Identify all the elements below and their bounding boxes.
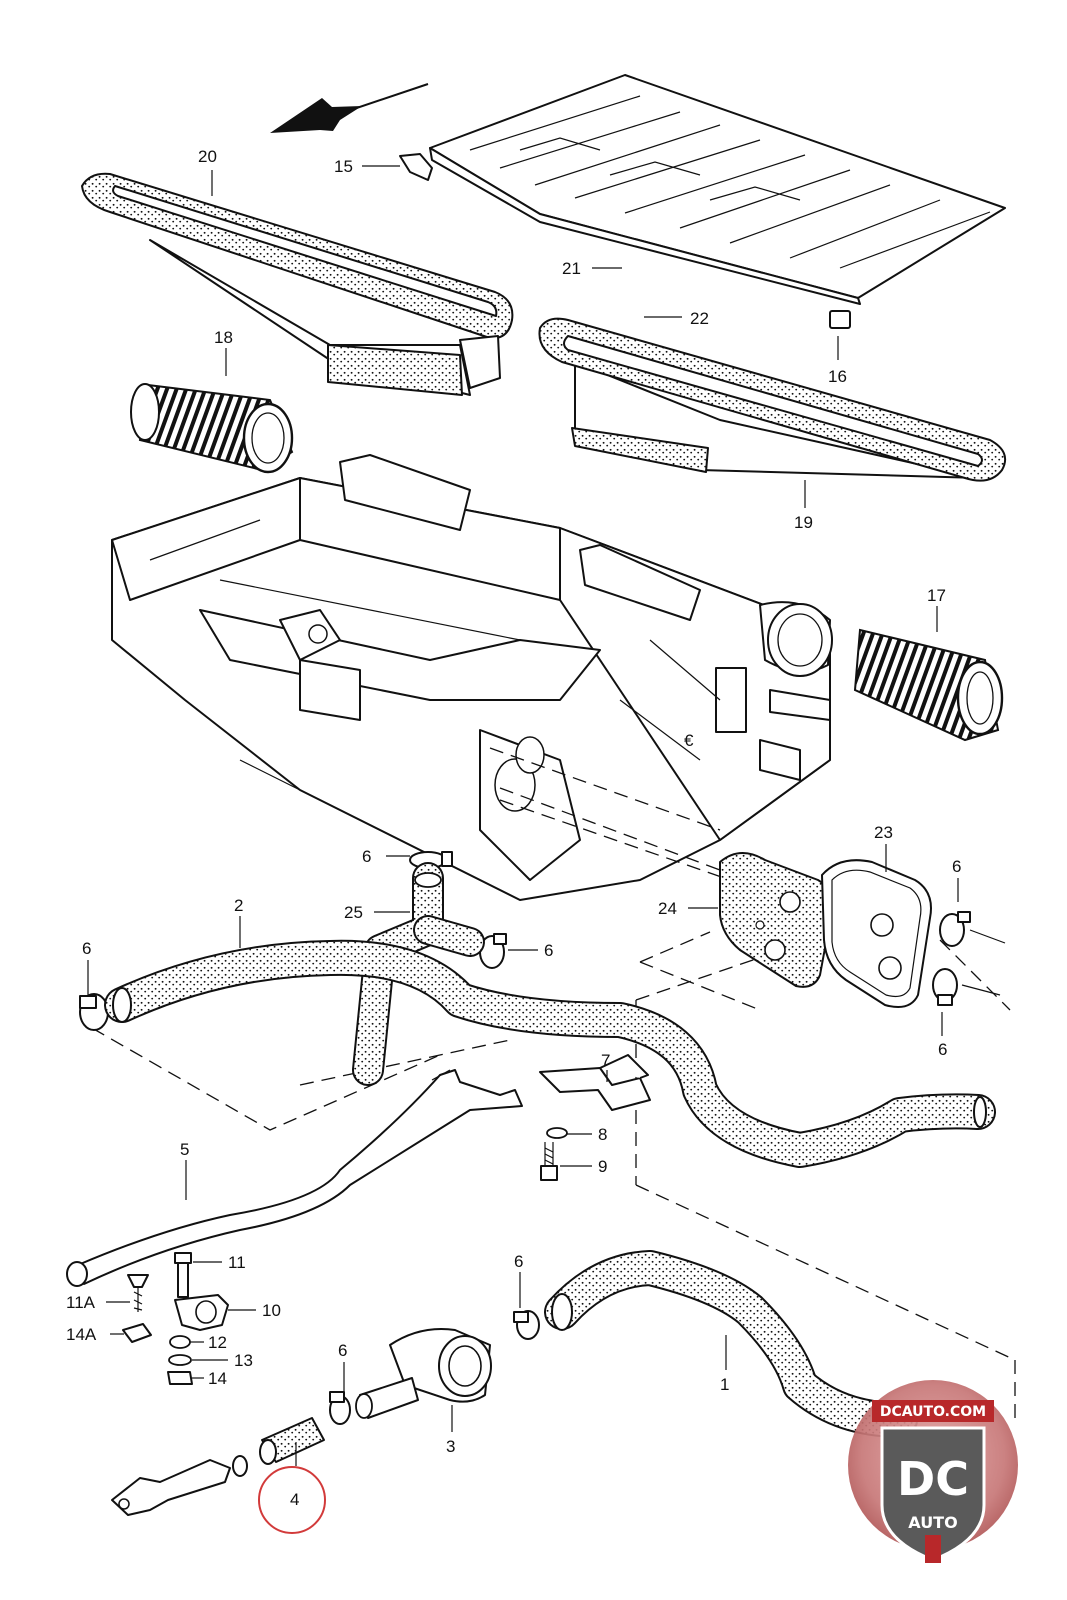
- label-17: 17: [927, 586, 946, 605]
- logo-url-text: DCAUTO.COM: [880, 1404, 986, 1420]
- label-6-center: 6: [544, 941, 553, 960]
- nut-14: [167, 1371, 193, 1385]
- label-14a: 14A: [66, 1325, 97, 1344]
- label-6-top: 6: [362, 847, 371, 866]
- label-20: 20: [198, 147, 217, 166]
- label-8: 8: [598, 1125, 607, 1144]
- label-6-right-bottom: 6: [938, 1040, 947, 1059]
- dcauto-logo: DCAUTO.COM DC AUTO: [848, 1380, 1018, 1563]
- hose-17: [853, 628, 1004, 742]
- label-15: 15: [334, 157, 353, 176]
- clamp-6-left: [79, 993, 109, 1031]
- glyph-euro: €: [684, 731, 694, 750]
- nut-14a: [122, 1323, 152, 1343]
- label-21: 21: [562, 259, 581, 278]
- gasket-23: [821, 859, 932, 1008]
- cover-tray: [429, 74, 1006, 305]
- label-19: 19: [794, 513, 813, 532]
- label-24: 24: [658, 899, 677, 918]
- label-11a: 11A: [66, 1293, 96, 1312]
- label-18: 18: [214, 328, 233, 347]
- clamp-6-top: [409, 851, 453, 869]
- heater-housing: [111, 454, 833, 901]
- label-12: 12: [208, 1333, 227, 1352]
- label-7: 7: [601, 1051, 610, 1070]
- seal-frame-20: [81, 172, 514, 396]
- washer-13: [168, 1354, 192, 1366]
- label-22: 22: [690, 309, 709, 328]
- part-labels: 20 15 21 22 16 18 19 17 23 24 25 6 6 6 6…: [66, 147, 961, 1509]
- label-5: 5: [180, 1140, 189, 1159]
- t-piece-25: [352, 862, 485, 1086]
- label-16: 16: [828, 367, 847, 386]
- valve-3: [355, 1328, 492, 1419]
- label-3: 3: [446, 1437, 455, 1456]
- hose-18: [130, 383, 294, 474]
- seal-frame-19: [538, 317, 1006, 482]
- pad-16: [829, 310, 851, 329]
- label-10: 10: [262, 1301, 281, 1320]
- leader-lines: [87, 165, 959, 1466]
- hose-4: [111, 1417, 325, 1516]
- bracket-7: [539, 1054, 651, 1111]
- washer-8: [546, 1127, 568, 1139]
- label-11: 11: [228, 1253, 246, 1272]
- bolt-9: [540, 1142, 558, 1181]
- washer-12: [169, 1335, 191, 1349]
- label-1: 1: [720, 1375, 729, 1394]
- clamp-6-center: [479, 933, 507, 969]
- label-14: 14: [208, 1369, 227, 1388]
- label-6-valve: 6: [338, 1341, 347, 1360]
- bolt-11: [174, 1252, 192, 1298]
- clamp-6-right-1: [939, 911, 1006, 947]
- label-25: 25: [344, 903, 363, 922]
- hose-1: [544, 1250, 918, 1438]
- direction-arrow-icon: [270, 83, 429, 133]
- logo-sub: AUTO: [908, 1513, 957, 1532]
- label-13: 13: [234, 1351, 253, 1370]
- label-23: 23: [874, 823, 893, 842]
- clamp-6-right-2: [932, 968, 1001, 1006]
- pipe-5: [66, 1069, 523, 1287]
- gasket-24: [719, 852, 834, 988]
- screw-11a: [127, 1274, 149, 1312]
- highlight-circle-4: [258, 1466, 326, 1534]
- label-6-left: 6: [82, 939, 91, 958]
- label-4: 4: [290, 1490, 299, 1509]
- clamp-6-valve: [329, 1391, 351, 1425]
- clip-10: [174, 1294, 229, 1331]
- label-9: 9: [598, 1157, 607, 1176]
- label-2: 2: [234, 896, 243, 915]
- clip-15: [399, 153, 433, 181]
- clamp-6-lower: [513, 1310, 540, 1340]
- label-6-lower: 6: [514, 1252, 523, 1271]
- hose-2: [104, 939, 996, 1168]
- logo-mark: DC: [897, 1452, 969, 1506]
- label-6-right-top: 6: [952, 857, 961, 876]
